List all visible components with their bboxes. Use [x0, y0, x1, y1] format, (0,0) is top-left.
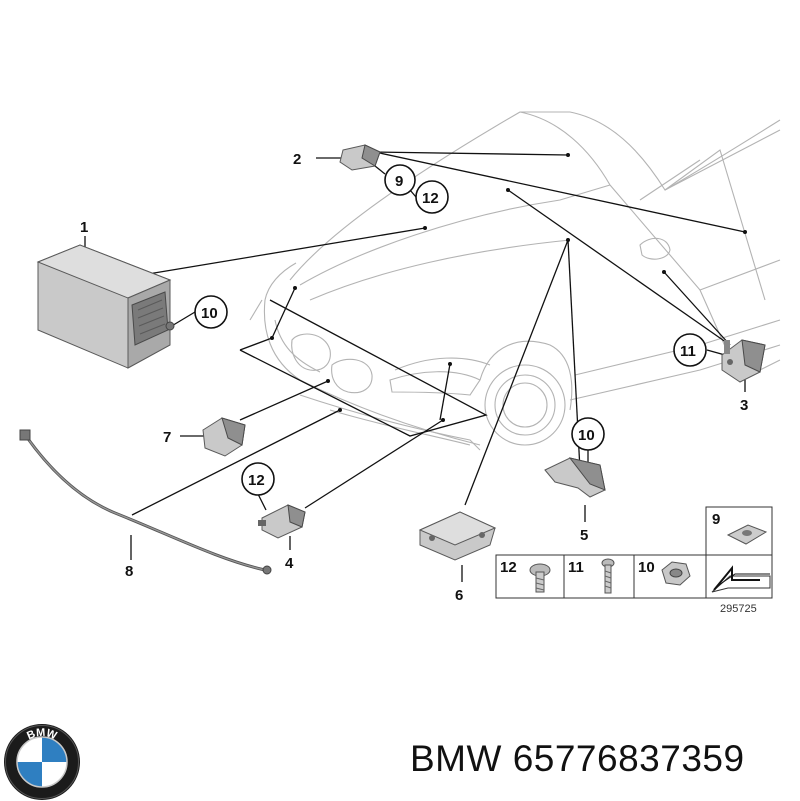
part-7-sensor: [202, 417, 246, 457]
part-number-caption: BMW 65776837359: [410, 738, 745, 779]
part-5-bracket: [544, 457, 606, 498]
leader-dots: [270, 153, 747, 422]
screw-icon: [529, 563, 551, 593]
callout-7: 7: [163, 429, 171, 446]
callout-3: 3: [740, 397, 748, 414]
ringed-callouts: 9 12 10 11 10 12: [194, 164, 707, 496]
car-outline: [249, 111, 781, 451]
ring-callout-9: 9: [395, 173, 403, 190]
ring-callout-10-right: 10: [578, 427, 595, 444]
callout-labels: 1 2 3 4 5 6 7 8: [80, 151, 748, 604]
part-2-sensor: [339, 144, 381, 171]
bmw-logo: BMW: [4, 724, 80, 800]
part-1-control-module: [36, 244, 175, 369]
callout-6: 6: [455, 587, 463, 604]
legend-number-10: 10: [638, 559, 655, 576]
clip-nut-icon: [726, 524, 768, 545]
callout-5: 5: [580, 527, 588, 544]
part-11-screw-detail: [724, 340, 730, 354]
fastener-legend: 12 11 10 9 295725: [495, 506, 773, 615]
part-4-connector: [258, 504, 306, 539]
ring-callout-10-left: 10: [201, 305, 218, 322]
bolt-icon: [601, 558, 615, 594]
ring-callout-12-bottom: 12: [248, 472, 265, 489]
parts-diagram: 1 2 3 4 5 6 7 8 9 12 10 11 10 12 12: [19, 111, 781, 615]
document-number: 295725: [720, 603, 757, 615]
callout-1: 1: [80, 219, 88, 236]
direction-arrow-icon: [711, 565, 771, 593]
ring-callout-11: 11: [680, 343, 696, 360]
legend-number-11: 11: [568, 559, 584, 576]
callout-4: 4: [285, 555, 294, 572]
leader-lines: [84, 151, 746, 582]
part-6-sensor: [418, 511, 497, 561]
part-3-bracket-sensor: [721, 339, 766, 383]
callout-8: 8: [125, 563, 133, 580]
nut-icon: [661, 561, 691, 586]
legend-number-9: 9: [712, 511, 720, 528]
part-8-cable: [19, 429, 272, 575]
ring-callout-12-top: 12: [422, 190, 439, 207]
legend-number-12: 12: [500, 559, 517, 576]
callout-2: 2: [293, 151, 301, 168]
